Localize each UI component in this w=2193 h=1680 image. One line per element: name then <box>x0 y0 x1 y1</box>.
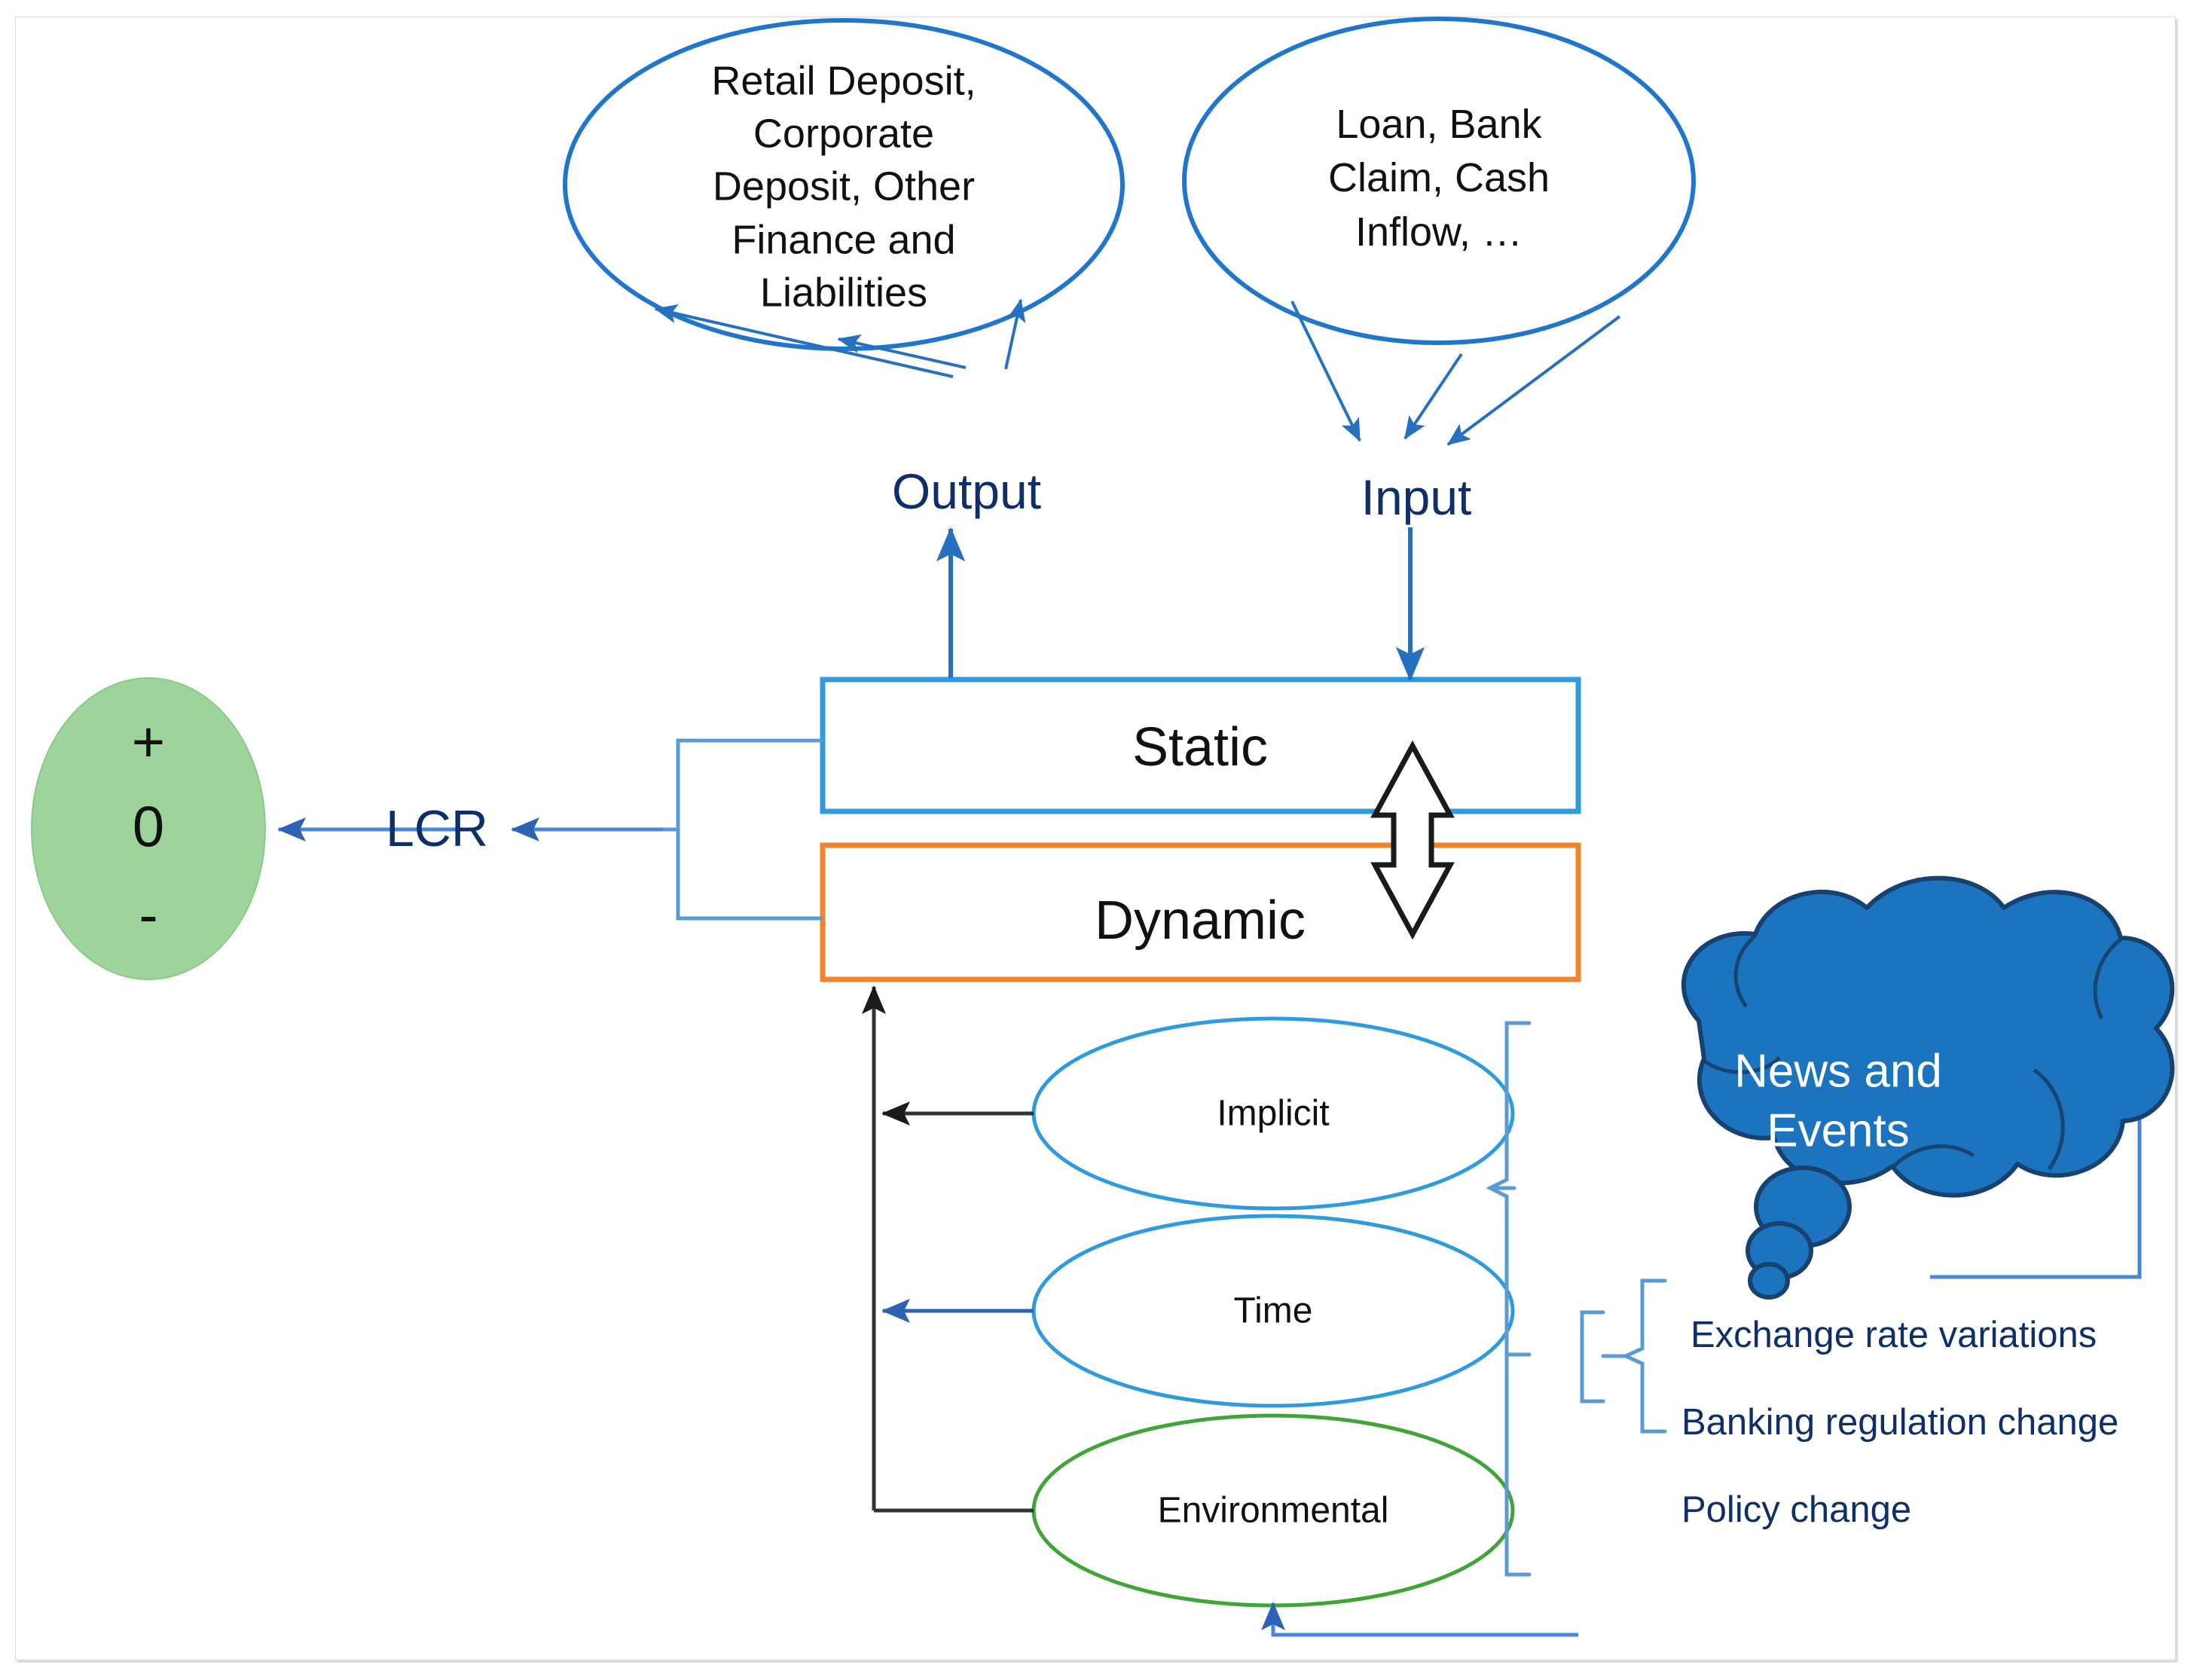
dynamic-box-label: Dynamic <box>1094 890 1306 951</box>
output-sources-line-1: Retail Deposit, <box>711 58 976 104</box>
input-sources-text: Loan, Bank Claim, Cash Inflow, … <box>1328 98 1550 259</box>
input-sources-line-3: Inflow, … <box>1355 209 1523 255</box>
events-brace <box>1580 1278 1667 1434</box>
static-box-label: Static <box>1132 717 1269 777</box>
environmental-label: Environmental <box>1157 1490 1389 1531</box>
output-sources-line-5: Liabilities <box>759 270 928 316</box>
lcr-gauge <box>31 677 266 980</box>
news-and-events-cloud <box>1681 875 2175 1300</box>
output-sources-text: Retail Deposit, Corporate Deposit, Other… <box>711 55 976 319</box>
lcr-label: LCR <box>385 800 489 857</box>
gauge-plus-symbol: + <box>131 710 166 774</box>
factors-to-dynamic-trunk <box>861 985 1034 1513</box>
time-label: Time <box>1233 1291 1313 1331</box>
cloud-line-2: Events <box>1767 1105 1910 1157</box>
dynamic-box[interactable] <box>820 842 1581 982</box>
diagram-frame <box>15 17 2176 1660</box>
event-item-policy-change: Policy change <box>1681 1489 1912 1530</box>
input-fan-arrows <box>1290 301 1621 446</box>
input-sources-ellipse <box>1182 17 1696 345</box>
events-to-environmental-connector <box>1260 1601 1578 1637</box>
news-and-events-label: News and Events <box>1734 1042 1942 1162</box>
input-sources-line-1: Loan, Bank <box>1336 102 1542 148</box>
static-dynamic-exchange-arrow <box>1370 740 1455 940</box>
output-fan-arrows <box>654 298 1026 378</box>
factors-brace <box>1486 1021 1532 1577</box>
cloud-line-1: News and <box>1734 1045 1942 1098</box>
input-label: Input <box>1361 469 1472 525</box>
gauge-minus-symbol: - <box>139 883 158 948</box>
output-label: Output <box>891 463 1042 519</box>
gauge-zero-symbol: 0 <box>132 795 165 860</box>
output-sources-line-3: Deposit, Other <box>712 163 976 209</box>
output-sources-line-4: Finance and <box>732 217 956 263</box>
event-item-exchange-rate-variations: Exchange rate variations <box>1691 1315 2097 1355</box>
implicit-label: Implicit <box>1217 1093 1330 1134</box>
static-box[interactable] <box>820 677 1581 814</box>
lcr-bracket <box>655 738 823 921</box>
input-sources-line-2: Claim, Cash <box>1327 155 1550 201</box>
output-sources-line-2: Corporate <box>753 111 935 157</box>
event-item-banking-regulation-change: Banking regulation change <box>1681 1402 2119 1443</box>
